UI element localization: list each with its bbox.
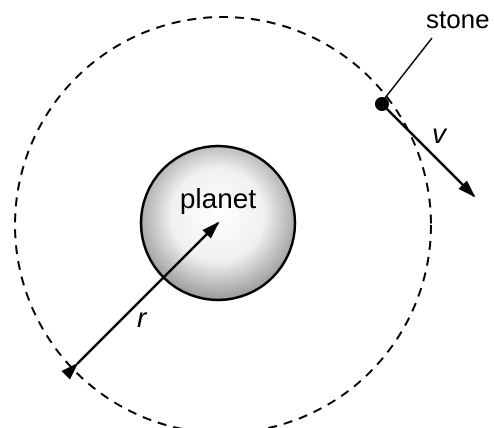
- stone-leader-line: [384, 37, 433, 99]
- orbit-path: [14, 16, 432, 428]
- stone-label: stone: [426, 4, 490, 34]
- velocity-label: v: [432, 118, 448, 149]
- radius-label: r: [137, 302, 148, 333]
- velocity-arrow: [381, 103, 476, 198]
- stone-dot: [375, 97, 389, 111]
- radius-arrow: [61, 221, 220, 380]
- planet-label: planet: [180, 183, 257, 214]
